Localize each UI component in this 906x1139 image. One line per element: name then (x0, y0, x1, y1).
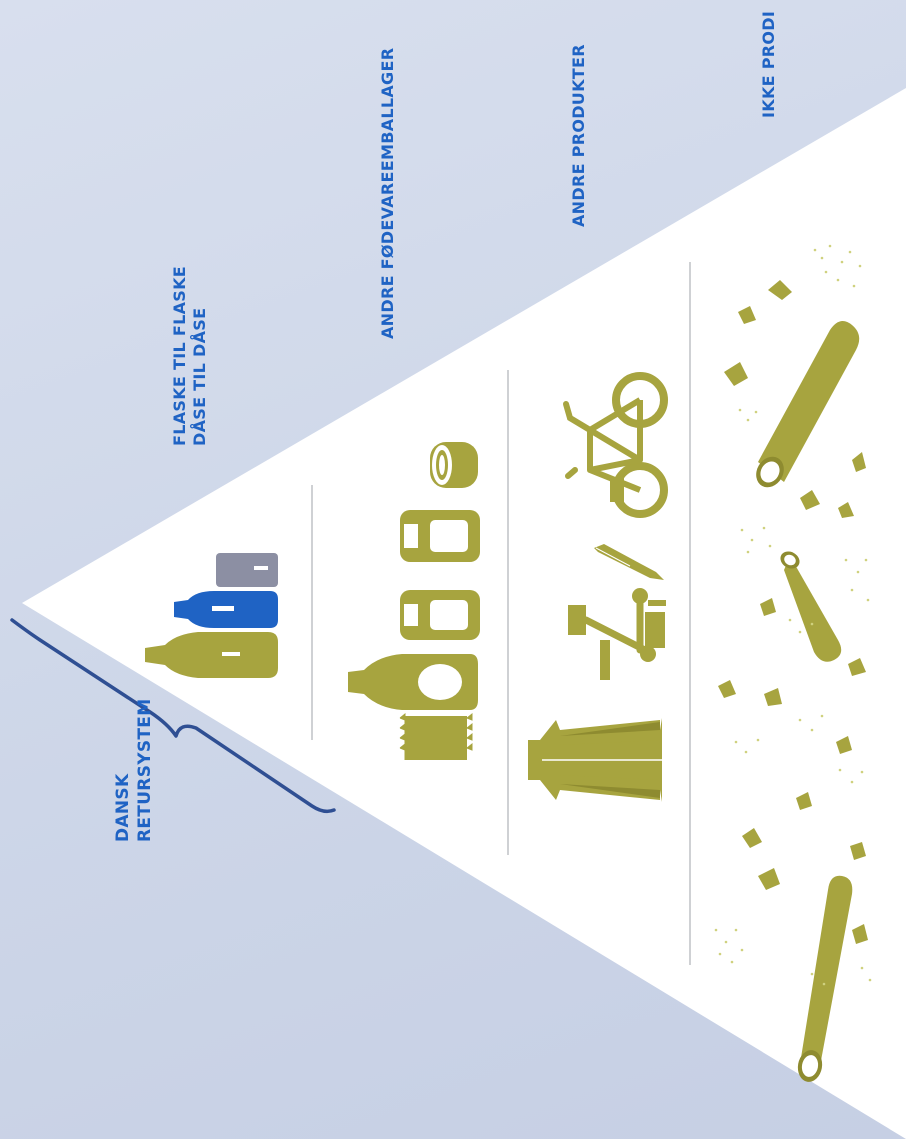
label-tier-2: ANDRE FØDEVAREEMBALLAGER (378, 47, 397, 339)
jacket-icon (528, 718, 662, 802)
label-line: DÅSE TIL DÅSE (190, 307, 209, 446)
powder-icon (714, 244, 872, 986)
label-line: RETURSYSTEM (135, 698, 155, 842)
label-dansk-retursystem: DANSK RETURSYSTEM (112, 699, 156, 842)
label-tier-4: IKKE PRODI (759, 10, 778, 118)
bottle-icon (145, 632, 278, 678)
fragment-icon (718, 280, 868, 944)
food-tray-icon (400, 510, 480, 562)
label-tier-3: ANDRE PRODUKTER (569, 44, 588, 227)
returnsystem-bracket-icon (10, 618, 336, 814)
food-tray-icon (400, 590, 480, 640)
pipe-icon (756, 321, 860, 488)
bicycle-icon (563, 372, 668, 518)
can-icon (216, 553, 278, 587)
pipe-icon (780, 551, 842, 662)
pipe-icon (797, 875, 853, 1082)
snack-bag-icon (399, 712, 473, 760)
scooter-icon (568, 588, 666, 680)
label-line: FLASKE TIL FLASKE (170, 265, 189, 446)
pen-icon (594, 544, 664, 580)
tin-can-icon (430, 442, 478, 488)
label-tier-1: FLASKE TIL FLASKE DÅSE TIL DÅSE (170, 266, 210, 446)
water-bottle-icon (174, 591, 278, 628)
sauce-bottle-icon (348, 654, 478, 710)
label-line: DANSK (113, 773, 133, 842)
